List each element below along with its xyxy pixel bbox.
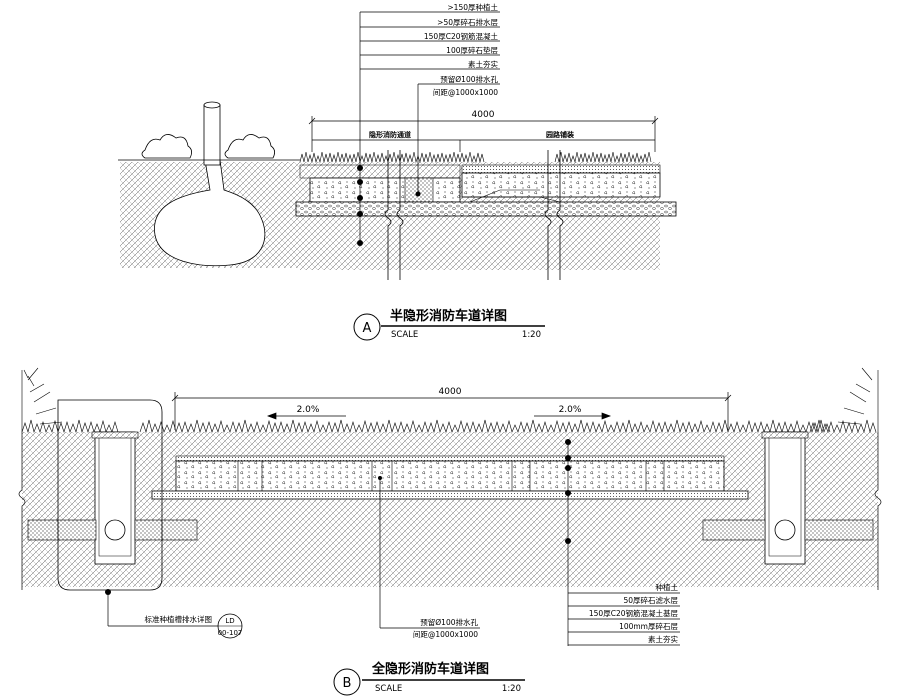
paving-top-a [461,164,661,174]
dimension-b [171,392,732,430]
layer-label-b-5: 素土夯实 [648,634,678,644]
detail-marker-a [353,313,381,341]
scale-label-b: SCALE [375,684,402,694]
grass-b [21,419,877,434]
layer-label-b-2: 50厚碎石滤水层 [623,595,678,605]
slope-arrow-right [534,412,611,420]
slope-arrow-left [267,412,346,420]
shrub-right [224,134,275,159]
trench-outline [57,399,163,591]
reference-note: 标准种植槽排水详图 [145,614,213,624]
dimension-a [308,116,659,152]
dimension-value-b: 4000 [439,387,462,397]
layer-label-a-1: >150厚种植土 [447,2,498,12]
ref-leader-b [107,592,218,627]
layer-label-b-1: 种植土 [656,582,679,592]
detail-title-a: 半隐形消防车道详图 [390,308,507,324]
shrub-left [141,134,192,159]
zone-label-paving: 园路铺装 [546,130,574,139]
tree-left-b [21,367,63,432]
reference-detail-no: 00-107 [218,629,243,637]
section-b: 4000 2.0% 2.0% 种植土 50厚碎石滤水层 150厚C20钢筋 [18,367,882,696]
scale-value-b: 1:20 [502,684,521,694]
layer-label-a-4: 100厚碎石垫层 [446,45,498,55]
detail-marker-b-label: B [343,676,352,691]
leader-a [359,11,500,244]
concrete-slab-a [309,177,461,203]
dimension-value-a: 4000 [472,110,495,120]
section-a: >150厚种植土 >50厚碎石排水层 150厚C20钢筋混凝土 100厚碎石垫层… [118,2,677,341]
tree-right-b [837,367,879,432]
side-drain-right [702,431,874,565]
gravel-layer-a [295,201,677,217]
grass-a [299,151,652,164]
layer-label-b-3: 150厚C20钢筋混凝土基层 [589,608,679,618]
tree-trunk [203,104,221,166]
planting-soil-layer-a [299,164,461,179]
layer-label-b-4: 100mm厚碎石层 [619,621,678,631]
layer-label-a-2: >50厚碎石排水层 [437,17,498,27]
paving-base-a [461,172,661,198]
layer-label-a-5: 素土夯实 [468,59,498,69]
scale-label-a: SCALE [391,330,418,340]
detail-marker-a-label: A [363,321,372,336]
zone-label-hidden-road: 隐形消防通道 [369,130,411,139]
soil-mass-b [22,432,878,587]
layer-label-a-3: 150厚C20钢筋混凝土 [424,31,499,41]
scale-value-a: 1:20 [522,330,541,340]
side-drain-left [27,431,198,565]
drain-note-b-1: 预留Ø100排水孔 [420,617,478,627]
gravel-layer-b [151,490,749,500]
concrete-slab-b [175,460,725,492]
tree-root-ball [154,159,266,267]
detail-title-b: 全隐形消防车道详图 [371,661,489,677]
detail-marker-b [333,668,361,696]
drain-leader-b [379,476,480,629]
reference-sheet: LD [225,617,234,625]
drain-note-b-2: 间距@1000x1000 [413,630,478,639]
drain-note-a-2: 间距@1000x1000 [433,88,498,97]
slope-label-left: 2.0% [297,405,320,415]
slope-label-right: 2.0% [559,405,582,415]
drain-note-a-1: 预留Ø100排水孔 [440,74,498,84]
